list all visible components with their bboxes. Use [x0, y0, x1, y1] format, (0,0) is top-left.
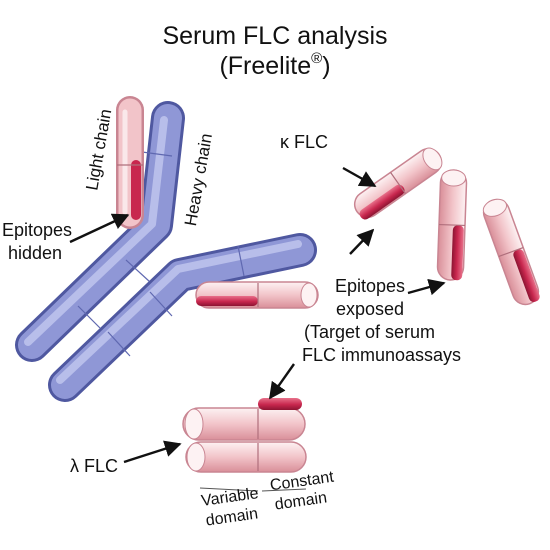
epitopes-hidden-label-line2: hidden: [8, 243, 63, 263]
target-label-line1: (Target of serum: [304, 322, 436, 342]
kappa-flc-1: [353, 147, 443, 220]
epitopes-hidden-label-line1: Epitopes: [2, 220, 73, 240]
kappa-flc-arrow: [342, 166, 377, 188]
epitopes-hidden-arrow: [69, 213, 130, 244]
epitopes-exposed-arrow-right: [407, 278, 446, 296]
heavy-chain-back: [15, 101, 185, 362]
lambda-flc-label: λ FLC: [70, 456, 119, 476]
registered-mark: ®: [311, 49, 323, 67]
diagram-title: Serum FLC analysis: [162, 22, 388, 50]
lambda-flc-dimer: [182, 398, 307, 473]
target-label-line2: FLC immunoassays: [302, 345, 462, 365]
lambda-flc-arrow: [123, 440, 182, 464]
epitopes-exposed-arrow-left: [349, 228, 375, 255]
epitopes-exposed-label-line1: Epitopes: [334, 276, 406, 296]
kappa-flc-2: [436, 169, 468, 281]
bound-light-chain: [116, 96, 144, 229]
domain-brackets: [199, 487, 307, 492]
target-arrow: [269, 363, 295, 400]
diagram-subtitle: (Freelite®): [219, 49, 331, 80]
kappa-flc-3: [482, 198, 540, 306]
leader-arrows: [69, 166, 446, 464]
lower-light-chain: [195, 281, 319, 309]
heavy-chain-front: [48, 233, 317, 402]
epitopes-exposed-label-line2: exposed: [335, 299, 405, 319]
kappa-flc-label: κ FLC: [280, 132, 329, 152]
